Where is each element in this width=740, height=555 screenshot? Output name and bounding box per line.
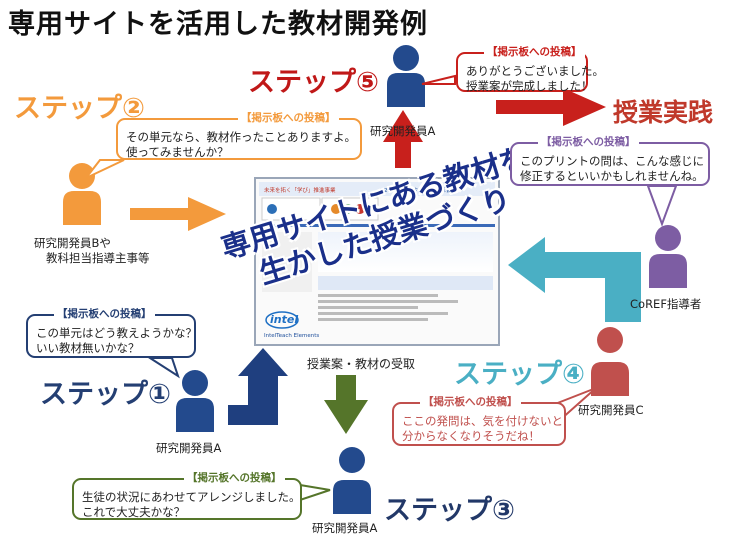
arrow-step4-to-site bbox=[508, 237, 641, 322]
bubble-step4: 【掲示板への投稿】 ここの発問は、気を付けないと 分からなくなりそうだね！ bbox=[392, 395, 566, 446]
bubble-core-heading: 【掲示板への投稿】 bbox=[538, 135, 639, 150]
bubble-tail-step1 bbox=[146, 357, 180, 379]
arrow-step1-to-site bbox=[228, 348, 288, 425]
bubble-step5: 【掲示板への投稿】 ありがとうございました。 授業案が完成しました！ bbox=[456, 45, 604, 93]
bubble-step4-line-2: 分からなくなりそうだね！ bbox=[402, 429, 540, 443]
person-label-researcher-a-step1: 研究開発員A bbox=[156, 441, 222, 455]
arrow-step2-to-site bbox=[130, 197, 226, 231]
bubble-step1: 【掲示板への投稿】 この単元はどう教えようかな？ いい教材無いかな？ bbox=[26, 307, 197, 358]
bubble-step3: 【掲示板への投稿】 生徒の状況にあわせてアレンジしました。 これで大丈夫かな？ bbox=[72, 471, 302, 520]
bubble-step5-line-1: ありがとうございました。 bbox=[466, 64, 604, 78]
screenshot-logo: intel bbox=[270, 313, 299, 326]
screenshot-banner-right: 21世紀型スキル育成研修会 bbox=[384, 188, 452, 194]
person-researcher-a-step3 bbox=[333, 447, 371, 514]
bubble-core: 【掲示板への投稿】 このプリントの問は、こんな感じに 修正するといいかもしれませ… bbox=[510, 135, 710, 186]
bubble-core-line-2: 修正するといいかもしれませんね。 bbox=[520, 169, 704, 183]
arrow-to-step5 bbox=[383, 110, 423, 168]
person-label-core-leader: CoREF指導者 bbox=[630, 297, 702, 311]
bubble-step2-heading: 【掲示板への投稿】 bbox=[238, 111, 339, 126]
bubble-step5-heading: 【掲示板への投稿】 bbox=[484, 45, 585, 60]
person-label-researcher-a-step3: 研究開発員A bbox=[312, 521, 378, 535]
person-label-researcher-b-line-1: 研究開発員Bや bbox=[34, 236, 111, 250]
person-label-researcher-b: 研究開発員Bや 教科担当指導主事等 bbox=[34, 236, 150, 266]
bubble-step3-line-1: 生徒の状況にあわせてアレンジしました。 bbox=[82, 490, 301, 504]
bubble-step1-heading: 【掲示板への投稿】 bbox=[54, 307, 155, 322]
practice-label: 授業実践 bbox=[613, 98, 714, 127]
screenshot-footer: IntelTeach Elements bbox=[264, 333, 320, 339]
bubble-step5-line-2: 授業案が完成しました！ bbox=[466, 79, 593, 93]
person-label-researcher-b-line-2: 教科担当指導主事等 bbox=[46, 251, 150, 265]
screenshot-banner-left: 未来を拓く「学び」推進事業 bbox=[264, 188, 336, 194]
exchange-label: 授業案・教材の受取 bbox=[307, 357, 416, 371]
step3-label: ステップ③ bbox=[384, 495, 515, 526]
step5-label: ステップ⑤ bbox=[248, 67, 379, 98]
bubble-step3-line-2: これで大丈夫かな？ bbox=[82, 505, 186, 519]
bubble-step2-line-2: 使ってみませんか？ bbox=[126, 145, 229, 159]
bubble-tail-step2 bbox=[85, 159, 125, 179]
bubble-step1-line-1: この単元はどう教えようかな？ bbox=[36, 326, 197, 340]
person-researcher-b bbox=[63, 163, 101, 225]
person-label-researcher-c: 研究開発員C bbox=[578, 403, 644, 417]
site-screenshot bbox=[254, 177, 500, 346]
person-core-leader bbox=[649, 225, 687, 288]
person-researcher-c bbox=[591, 327, 629, 396]
step4-label: ステップ④ bbox=[454, 359, 585, 390]
step1-label: ステップ① bbox=[40, 379, 171, 410]
bubble-step1-line-2: いい教材無いかな？ bbox=[36, 341, 140, 355]
person-researcher-a-top bbox=[387, 45, 425, 107]
page-title: 専用サイトを活用した教材開発例 bbox=[8, 9, 428, 40]
bubble-tail-core bbox=[646, 185, 678, 227]
person-label-researcher-a-top: 研究開発員A bbox=[370, 124, 436, 138]
bubble-step2-line-1: その単元なら、教材作ったことありますよ。 bbox=[126, 130, 356, 144]
bubble-tail-step5 bbox=[421, 74, 456, 85]
bubble-step4-heading: 【掲示板への投稿】 bbox=[420, 395, 521, 410]
bubble-step3-heading: 【掲示板への投稿】 bbox=[184, 471, 285, 486]
bubble-core-line-1: このプリントの問は、こんな感じに bbox=[520, 154, 704, 168]
bubble-tail-step3 bbox=[299, 483, 331, 502]
arrow-practice bbox=[496, 88, 606, 126]
arrow-site-to-step3 bbox=[324, 375, 368, 434]
bubble-step4-line-1: ここの発問は、気を付けないと bbox=[402, 414, 563, 428]
person-researcher-a-step1 bbox=[176, 370, 214, 432]
bubble-step2: 【掲示板への投稿】 その単元なら、教材作ったことありますよ。 使ってみませんか？ bbox=[116, 111, 362, 160]
